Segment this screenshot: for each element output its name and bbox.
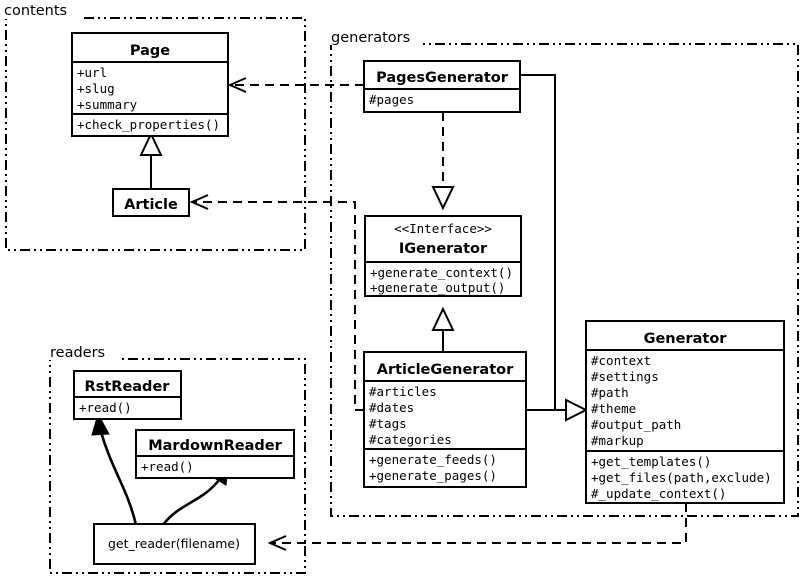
- rel-article-inherits-page: [139, 131, 163, 190]
- rel-getreader-returns-rstreader: [91, 412, 138, 526]
- class-article-generator[interactable]: ArticleGenerator #articles #dates #tags …: [363, 351, 527, 488]
- rel-pagesgenerator-realizes-igenerator: [431, 112, 455, 211]
- class-pages-generator-name: PagesGenerator: [376, 70, 509, 86]
- class-mardown-reader-method-read: +read(): [141, 459, 194, 474]
- rel-generators-inherit-generator: [520, 74, 589, 422]
- package-readers: readers: [48, 341, 306, 574]
- class-article-generator-name: ArticleGenerator: [377, 362, 514, 378]
- class-article-generator-attr-articles: #articles: [369, 384, 437, 399]
- class-page-attr-url: +url: [77, 65, 107, 80]
- class-mardown-reader-name: MardownReader: [148, 438, 282, 454]
- class-page-method-check-properties: +check_properties(): [77, 117, 220, 132]
- class-page-attr-summary: +summary: [77, 97, 138, 112]
- class-pages-generator-attr-pages: #pages: [369, 92, 414, 107]
- rel-articlegenerator-inherits-igenerator: [431, 306, 455, 355]
- package-readers-label: readers: [50, 345, 105, 361]
- class-generator-method-get-templates: +get_templates(): [591, 454, 711, 469]
- rel-articlegenerator-depends-article: [189, 194, 364, 411]
- class-igenerator-stereotype: <<Interface>>: [394, 221, 492, 236]
- class-igenerator-method-generate-output: +generate_output(): [370, 280, 505, 295]
- class-generator-attr-output-path: #output_path: [591, 417, 681, 432]
- class-article[interactable]: Article: [112, 188, 190, 217]
- function-get-reader[interactable]: get_reader(filename): [93, 523, 256, 565]
- class-generator-method-update-context: #_update_context(): [591, 486, 726, 501]
- class-article-generator-method-generate-pages: +generate_pages(): [369, 468, 497, 483]
- package-contents: contents: [3, 0, 306, 251]
- class-generator-attr-settings: #settings: [591, 369, 659, 384]
- class-igenerator-name: IGenerator: [399, 241, 488, 257]
- package-generators-label: generators: [331, 30, 410, 46]
- class-page-name: Page: [130, 43, 170, 59]
- rel-pagesgenerator-depends-page: [227, 77, 364, 93]
- package-contents-label: contents: [4, 3, 67, 19]
- class-igenerator-method-generate-context: +generate_context(): [370, 265, 513, 280]
- class-generator-method-get-files: +get_files(path,exclude): [591, 470, 772, 485]
- class-generator-attr-theme: #theme: [591, 401, 636, 416]
- class-pages-generator[interactable]: PagesGenerator #pages: [363, 60, 521, 113]
- class-generator-attr-context: #context: [591, 353, 651, 368]
- package-generators: generators: [329, 26, 799, 517]
- class-article-name: Article: [124, 197, 178, 213]
- class-page[interactable]: Page +url +slug +summary +check_properti…: [71, 32, 229, 137]
- class-generator-attr-markup: #markup: [591, 433, 644, 448]
- class-article-generator-attr-categories: #categories: [369, 432, 452, 447]
- class-generator-attr-path: #path: [591, 385, 629, 400]
- function-get-reader-label: get_reader(filename): [108, 536, 240, 551]
- class-generator[interactable]: Generator #context #settings #path #them…: [585, 320, 785, 504]
- class-article-generator-attr-dates: #dates: [369, 400, 414, 415]
- class-rst-reader-name: RstReader: [85, 379, 171, 395]
- class-article-generator-attr-tags: #tags: [369, 416, 407, 431]
- class-article-generator-method-generate-feeds: +generate_feeds(): [369, 452, 497, 467]
- class-generator-name: Generator: [644, 331, 728, 347]
- rel-generator-depends-getreader: [267, 503, 687, 551]
- class-page-attr-slug: +slug: [77, 81, 115, 96]
- class-mardown-reader[interactable]: MardownReader +read(): [135, 429, 295, 479]
- class-rst-reader-method-read: +read(): [79, 400, 132, 415]
- class-rst-reader[interactable]: RstReader +read(): [73, 370, 182, 420]
- class-igenerator[interactable]: <<Interface>> IGenerator +generate_conte…: [364, 215, 522, 297]
